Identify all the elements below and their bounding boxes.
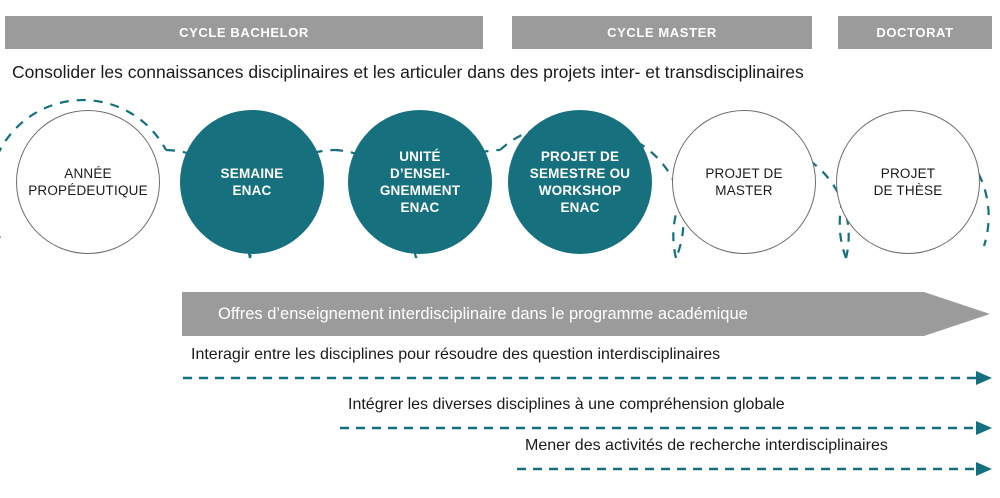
outcome-dashed-arrow xyxy=(517,462,992,476)
node-label: ANNÉE PROPÉDEUTIQUE xyxy=(28,166,148,198)
outcome-dashed-arrow xyxy=(183,371,992,385)
phase-bar-label: CYCLE MASTER xyxy=(607,25,717,40)
outcome-label: Intégrer les diverses disciplines à une … xyxy=(348,396,785,413)
node-label: SEMAINE ENAC xyxy=(220,166,284,198)
node-semaine-enac[interactable]: SEMAINE ENAC xyxy=(180,110,324,254)
phase-bar-label: CYCLE BACHELOR xyxy=(179,25,309,40)
flow-arrow-shape xyxy=(182,292,990,336)
phase-bar-label: DOCTORAT xyxy=(876,25,954,40)
node-projet-de-master[interactable]: PROJET DE MASTER xyxy=(672,110,816,254)
headline-text: Consolider les connaissances disciplinai… xyxy=(12,62,804,82)
node-label: UNITÉ D’ENSEI- GNEMMENT ENAC xyxy=(379,149,461,215)
node-label: PROJET DE SEMESTRE OU WORKSHOP ENAC xyxy=(529,149,631,215)
outcome-dashed-arrow xyxy=(340,421,992,435)
node-annee-propedeutique[interactable]: ANNÉE PROPÉDEUTIQUE xyxy=(16,110,160,254)
node-unite-enseignement-enac[interactable]: UNITÉ D’ENSEI- GNEMMENT ENAC xyxy=(348,110,492,254)
phase-bar-cycle-bachelor: CYCLE BACHELOR xyxy=(5,16,483,49)
phase-bar-doctorat: DOCTORAT xyxy=(838,16,992,49)
node-label: PROJET DE MASTER xyxy=(705,166,783,198)
node-label: PROJET DE THÈSE xyxy=(873,166,943,198)
node-projet-de-these[interactable]: PROJET DE THÈSE xyxy=(836,110,980,254)
flow-arrow-label: Offres d’enseignement interdisciplinaire… xyxy=(218,304,748,323)
outcome-label: Interagir entre les disciplines pour rés… xyxy=(191,346,721,363)
outcome-label: Mener des activités de recherche interdi… xyxy=(525,437,888,454)
node-projet-semestre-workshop-enac[interactable]: PROJET DE SEMESTRE OU WORKSHOP ENAC xyxy=(508,110,652,254)
pathway-circle-row: ANNÉE PROPÉDEUTIQUE SEMAINE ENAC UNITÉ D… xyxy=(0,98,1000,270)
phase-bar-cycle-master: CYCLE MASTER xyxy=(512,16,812,49)
flow-arrow-banner: Offres d’enseignement interdisciplinaire… xyxy=(182,292,990,336)
